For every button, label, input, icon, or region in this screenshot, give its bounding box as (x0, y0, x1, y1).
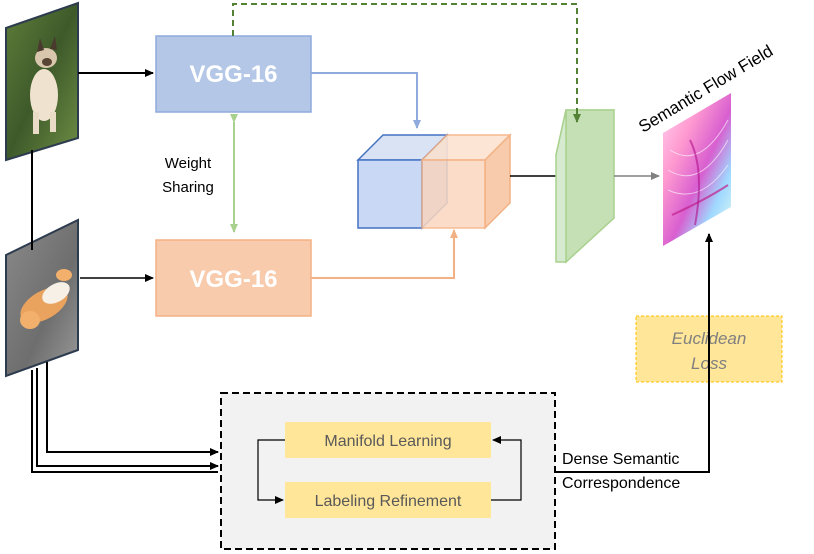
manifold-learning-label: Manifold Learning (324, 433, 451, 450)
vgg-top-box: VGG-16 (155, 35, 312, 113)
refinement-module: Manifold Learning Labeling Refinement (220, 392, 556, 550)
image2-to-module-arrow-1 (46, 362, 219, 456)
labeling-refinement-label: Labeling Refinement (315, 493, 462, 510)
vgg-bottom-to-cube-arrow (311, 229, 458, 279)
weight-sharing-label-1: Weight (165, 155, 212, 172)
vgg-top-to-cube-arrow (311, 72, 421, 129)
manifold-learning-box (285, 422, 491, 458)
loop-arrow-right (491, 436, 522, 501)
vgg-bottom-box: VGG-16 (155, 239, 312, 317)
weight-sharing-label-2: Sharing (162, 179, 214, 196)
semantic-flow-field-image (663, 93, 731, 246)
image2-to-module-arrow-2 (36, 368, 219, 470)
skip-connection-arrow (232, 3, 581, 123)
orange-cat-photo (5, 218, 79, 378)
correspondence-to-flow-arrow (555, 233, 713, 473)
orange-feature-cube (420, 133, 512, 230)
image1-to-module-line (31, 370, 218, 473)
correspondence-label-1: Dense Semantic (562, 451, 679, 468)
vgg-bottom-label: VGG-16 (189, 266, 277, 293)
vgg-top-label: VGG-16 (189, 61, 277, 88)
correspondence-label-2: Correspondence (562, 475, 680, 492)
green-conv-layer (555, 109, 615, 264)
loop-arrow-left (257, 439, 285, 504)
siamese-cat-photo (5, 1, 79, 162)
labeling-refinement-box (285, 482, 491, 518)
